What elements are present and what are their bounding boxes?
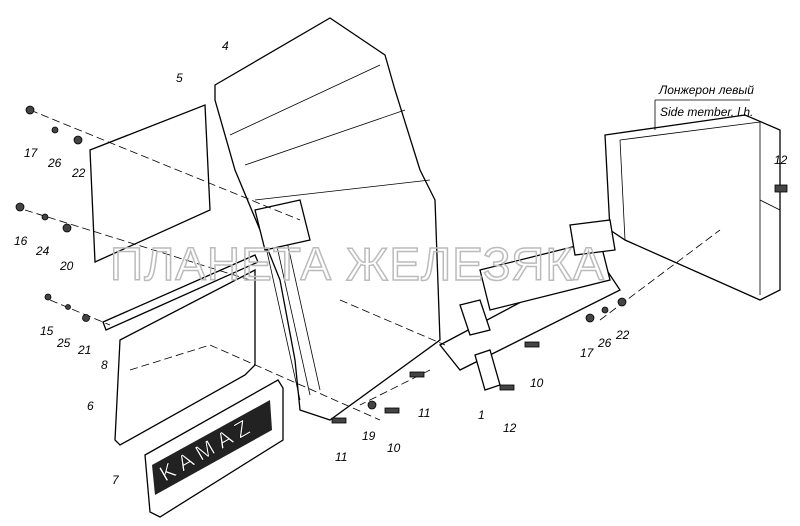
mud-flap	[114, 268, 256, 446]
callout-26b: 26	[597, 336, 612, 350]
callout-11a: 11	[335, 450, 347, 464]
watermark: ПЛАНЕТА ЖЕЛЕЗЯКА	[110, 238, 605, 290]
callout-10b: 10	[530, 376, 544, 390]
callout-15: 15	[40, 324, 54, 338]
fasteners	[15, 105, 788, 424]
side-member-label-en: Side member, l.h.	[660, 105, 753, 119]
callout-10a: 10	[387, 441, 401, 455]
callout-12b: 12	[774, 153, 788, 167]
callout-20: 20	[59, 259, 74, 273]
callout-17: 17	[24, 146, 39, 160]
callout-7: 7	[112, 473, 120, 487]
callout-24: 24	[35, 244, 50, 258]
callout-26: 26	[47, 156, 62, 170]
callout-6: 6	[87, 399, 94, 413]
callout-labels: 4 5 17 26 22 16 24 20 15 25 21 8 6 7 11 …	[14, 39, 788, 487]
bracket	[439, 219, 621, 391]
callout-1: 1	[478, 408, 485, 422]
callout-25: 25	[56, 336, 71, 350]
callout-5: 5	[176, 71, 183, 85]
callout-22: 22	[71, 166, 86, 180]
side-member	[604, 114, 781, 301]
callout-22b: 22	[615, 328, 630, 342]
side-member-label-ru: Лонжерон левый	[658, 83, 754, 97]
callout-21: 21	[77, 343, 91, 357]
plate	[89, 104, 211, 263]
callout-11b: 11	[418, 406, 430, 420]
callout-19: 19	[362, 429, 376, 443]
strip	[102, 254, 259, 331]
callout-12a: 12	[503, 421, 517, 435]
callout-16: 16	[14, 234, 28, 248]
callout-8: 8	[101, 358, 108, 372]
callout-17b: 17	[580, 346, 595, 360]
callout-4: 4	[222, 39, 229, 53]
fender	[214, 17, 441, 421]
